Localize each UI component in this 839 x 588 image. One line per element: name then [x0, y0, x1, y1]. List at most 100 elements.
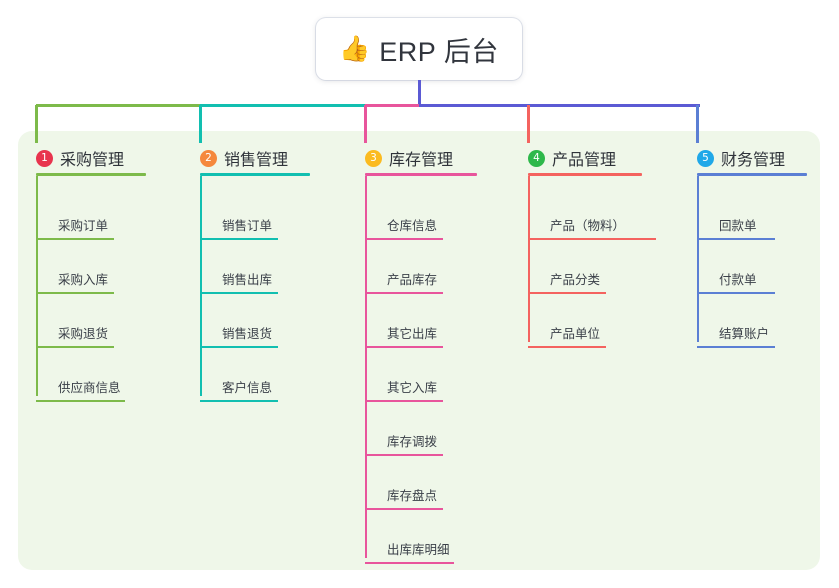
leaf-underline: [200, 238, 278, 240]
branch-spine-4: [528, 176, 530, 342]
leaf-label: 产品单位: [550, 327, 601, 341]
leaf-node[interactable]: 仓库信息: [365, 186, 495, 240]
branch-spine-1: [36, 176, 38, 396]
leaf-underline: [200, 400, 278, 402]
branch-title-5: 财务管理: [721, 152, 786, 169]
branch-drop-1: [34, 105, 38, 143]
branch-underline-4: [528, 173, 642, 176]
leaf-underline: [36, 400, 125, 402]
leaf-underline: [200, 346, 278, 348]
leaf-node[interactable]: 产品库存: [365, 240, 495, 294]
branch-title-4: 产品管理: [552, 152, 617, 169]
leaf-underline: [528, 238, 656, 240]
leaf-node[interactable]: 结算账户: [697, 294, 827, 348]
branch-drop-5: [695, 105, 699, 143]
leaf-label: 销售退货: [222, 327, 273, 341]
leaf-label: 出库库明细: [387, 543, 450, 557]
branch-column-2: 2 销售管理销售订单销售出库销售退货客户信息: [200, 0, 360, 588]
leaf-label: 仓库信息: [387, 219, 438, 233]
leaf-node[interactable]: 其它出库: [365, 294, 495, 348]
leaf-label: 采购退货: [58, 327, 109, 341]
branch-header-4[interactable]: 4 产品管理: [528, 146, 616, 170]
leaf-node[interactable]: 库存调拨: [365, 402, 495, 456]
leaf-label: 库存调拨: [387, 435, 438, 449]
branch-title-2: 销售管理: [224, 152, 289, 169]
bus-segment-3: [365, 103, 422, 107]
leaf-label: 销售订单: [222, 219, 273, 233]
root-node[interactable]: 👍 ERP 后台: [316, 18, 522, 80]
branch-header-2[interactable]: 2 销售管理: [200, 146, 288, 170]
leaf-node[interactable]: 供应商信息: [36, 348, 166, 402]
leaf-label: 结算账户: [719, 327, 770, 341]
branch-underline-1: [36, 173, 146, 176]
leaf-underline: [36, 292, 114, 294]
branches-panel: [18, 131, 820, 570]
leaf-underline: [36, 238, 114, 240]
leaf-node[interactable]: 出库库明细: [365, 510, 495, 564]
bus-segment-1: [36, 103, 203, 107]
leaf-underline: [365, 454, 443, 456]
thumbs-up-icon: 👍: [339, 34, 371, 63]
bus-segment-4: [419, 103, 700, 107]
leaf-underline: [365, 400, 443, 402]
leaf-label: 回款单: [719, 219, 757, 233]
leaf-label: 库存盘点: [387, 489, 438, 503]
branch-header-3[interactable]: 3 库存管理: [365, 146, 453, 170]
leaf-node[interactable]: 产品（物料）: [528, 186, 658, 240]
leaf-node[interactable]: 其它入库: [365, 348, 495, 402]
branch-drop-4: [526, 105, 530, 143]
leaf-underline: [36, 346, 114, 348]
leaf-node[interactable]: 采购入库: [36, 240, 166, 294]
branch-badge-3: 3: [365, 149, 382, 167]
branch-spine-3: [365, 176, 367, 558]
leaf-label: 其它入库: [387, 381, 438, 395]
branch-drop-3: [363, 105, 367, 143]
leaf-node[interactable]: 销售出库: [200, 240, 330, 294]
branch-underline-3: [365, 173, 477, 176]
branch-spine-5: [697, 176, 699, 342]
branch-header-5[interactable]: 5 财务管理: [697, 146, 785, 170]
leaf-label: 客户信息: [222, 381, 273, 395]
branch-badge-5: 5: [697, 149, 714, 167]
leaf-node[interactable]: 销售退货: [200, 294, 330, 348]
root-title: ERP 后台: [379, 36, 499, 67]
leaf-underline: [365, 292, 443, 294]
leaf-node[interactable]: 付款单: [697, 240, 827, 294]
leaf-node[interactable]: 客户信息: [200, 348, 330, 402]
leaf-underline: [365, 508, 443, 510]
root-connector-vertical: [417, 80, 421, 107]
leaf-label: 其它出库: [387, 327, 438, 341]
branch-drop-2: [198, 105, 202, 143]
leaf-underline: [697, 292, 775, 294]
leaf-node[interactable]: 采购退货: [36, 294, 166, 348]
leaf-underline: [365, 238, 443, 240]
leaf-label: 产品（物料）: [550, 219, 626, 233]
leaf-node[interactable]: 产品单位: [528, 294, 658, 348]
branch-underline-2: [200, 173, 310, 176]
leaf-label: 产品库存: [387, 273, 438, 287]
branch-spine-2: [200, 176, 202, 396]
branch-badge-2: 2: [200, 149, 217, 167]
leaf-node[interactable]: 库存盘点: [365, 456, 495, 510]
leaf-node[interactable]: 回款单: [697, 186, 827, 240]
leaf-underline: [697, 346, 775, 348]
leaf-node[interactable]: 采购订单: [36, 186, 166, 240]
branch-title-3: 库存管理: [389, 152, 454, 169]
leaf-label: 销售出库: [222, 273, 273, 287]
leaf-underline: [697, 238, 775, 240]
leaf-label: 采购订单: [58, 219, 109, 233]
branch-column-5: 5 财务管理回款单付款单结算账户: [697, 0, 839, 588]
leaf-node[interactable]: 销售订单: [200, 186, 330, 240]
branch-badge-4: 4: [528, 149, 545, 167]
leaf-node[interactable]: 产品分类: [528, 240, 658, 294]
leaf-label: 产品分类: [550, 273, 601, 287]
leaf-underline: [528, 292, 606, 294]
leaf-label: 采购入库: [58, 273, 109, 287]
branch-underline-5: [697, 173, 807, 176]
leaf-underline: [365, 346, 443, 348]
leaf-label: 供应商信息: [58, 381, 121, 395]
bus-segment-2: [200, 103, 368, 107]
